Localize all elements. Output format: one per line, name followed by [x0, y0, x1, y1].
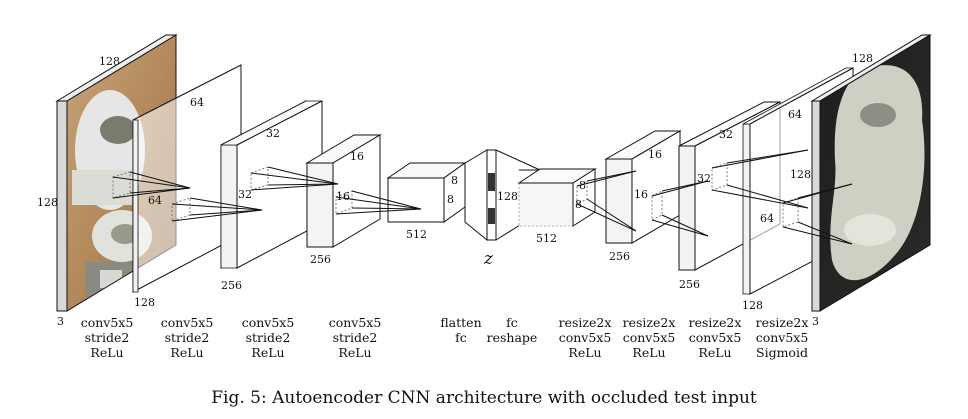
dec3-depth-label: 32	[719, 128, 733, 141]
encoder-layer-1	[132, 64, 242, 293]
op-line: conv5x5	[329, 315, 382, 330]
op-line: ReLu	[90, 345, 123, 360]
op-line: conv5x5	[242, 315, 295, 330]
op-label-dec2: resize2x conv5x5 ReLu	[623, 315, 676, 360]
input-channels-label: 3	[57, 315, 64, 328]
op-line: Sigmoid	[756, 345, 808, 360]
decoder-layer-2	[604, 130, 682, 244]
op-label-reshape: fc reshape	[487, 315, 538, 345]
dimension-labels: 128 128 3 64 64 128 32 32 256 16 16 256 …	[37, 52, 873, 328]
op-label-dec4: resize2x conv5x5 Sigmoid	[756, 315, 809, 360]
op-line: ReLu	[338, 345, 371, 360]
op-label-enc1: conv5x5 stride2 ReLu	[81, 315, 134, 360]
dec1-d1-label: 8	[579, 179, 586, 192]
latent-z-block	[464, 149, 541, 242]
enc3-depth-label: 16	[350, 150, 364, 163]
op-line: ReLu	[632, 345, 665, 360]
op-line: fc	[506, 315, 518, 330]
op-label-enc4: conv5x5 stride2 ReLu	[329, 315, 382, 360]
op-label-dec3: resize2x conv5x5 ReLu	[689, 315, 742, 360]
op-line: resize2x	[623, 315, 676, 330]
op-line: resize2x	[689, 315, 742, 330]
op-line: resize2x	[559, 315, 612, 330]
dec3-size-label: 256	[679, 278, 700, 291]
dec4-depth-label: 64	[788, 108, 802, 121]
enc1-inner-label: 64	[148, 194, 162, 207]
op-line: resize2x	[756, 315, 809, 330]
dec4-size-label: 128	[742, 299, 763, 312]
dec2-depth-label: 16	[648, 148, 662, 161]
dec4-inner2-label: 128	[790, 168, 811, 181]
op-line: conv5x5	[756, 330, 809, 345]
output-width-label: 128	[852, 52, 873, 65]
enc2-size-label: 256	[221, 279, 242, 292]
latent-z-label: z	[483, 249, 494, 269]
enc2-depth-label: 32	[266, 127, 280, 140]
op-line: reshape	[487, 330, 538, 345]
op-line: stride2	[165, 330, 210, 345]
figure-caption: Fig. 5: Autoencoder CNN architecture wit…	[211, 388, 757, 408]
enc4-d1-label: 8	[451, 174, 458, 187]
output-reconstruction	[820, 35, 930, 311]
dec3-inner-label: 32	[697, 172, 711, 185]
op-line: stride2	[246, 330, 291, 345]
dec1-d2-label: 8	[575, 198, 582, 211]
enc4-d2-label: 8	[447, 193, 454, 206]
output-channels-label: 3	[812, 315, 819, 328]
op-line: conv5x5	[81, 315, 134, 330]
dec2-size-label: 256	[609, 250, 630, 263]
dec2-inner-label: 16	[634, 188, 648, 201]
op-line: conv5x5	[623, 330, 676, 345]
enc3-inner-label: 16	[336, 190, 350, 203]
operation-labels: conv5x5 stride2 ReLu conv5x5 stride2 ReL…	[81, 315, 809, 360]
op-line: conv5x5	[161, 315, 214, 330]
op-label-flatten: flatten fc	[440, 315, 481, 345]
op-line: stride2	[333, 330, 378, 345]
enc4-size-label: 512	[406, 228, 427, 241]
op-line: ReLu	[251, 345, 284, 360]
input-width-label: 128	[99, 55, 120, 68]
dec1-size-label: 512	[536, 232, 557, 245]
op-line: flatten	[440, 315, 481, 330]
enc1-size-label: 128	[134, 296, 155, 309]
output-image-block	[810, 34, 932, 312]
op-label-enc2: conv5x5 stride2 ReLu	[161, 315, 214, 360]
enc1-depth-label: 64	[190, 96, 204, 109]
op-line: fc	[455, 330, 467, 345]
enc3-size-label: 256	[310, 253, 331, 266]
op-label-enc3: conv5x5 stride2 ReLu	[242, 315, 295, 360]
op-line: ReLu	[170, 345, 203, 360]
op-line: conv5x5	[689, 330, 742, 345]
op-label-dec1: resize2x conv5x5 ReLu	[559, 315, 612, 360]
op-line: ReLu	[568, 345, 601, 360]
op-line: ReLu	[698, 345, 731, 360]
enc2-inner-label: 32	[238, 188, 252, 201]
z-size-label: 128	[497, 190, 518, 203]
op-line: stride2	[85, 330, 130, 345]
kernel-connections	[112, 149, 853, 245]
op-line: conv5x5	[559, 330, 612, 345]
decoder-layer-1	[517, 168, 597, 227]
input-height-label: 128	[37, 196, 58, 209]
dec4-inner-label: 64	[760, 212, 774, 225]
